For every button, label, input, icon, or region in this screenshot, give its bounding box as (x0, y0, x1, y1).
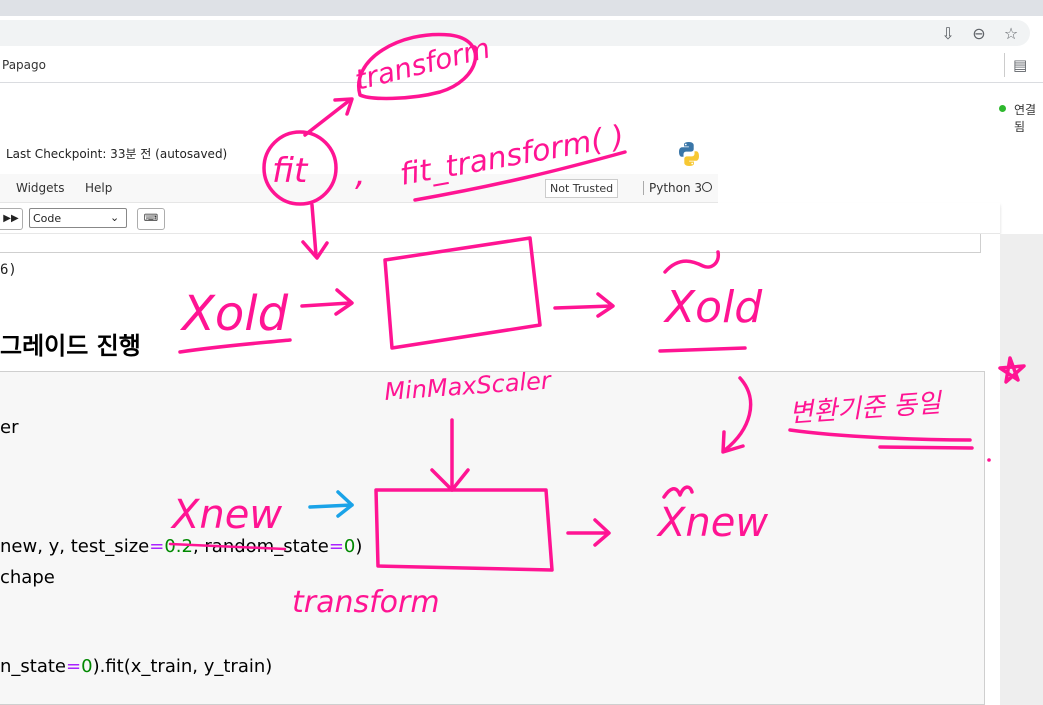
notebook-toolbar (0, 203, 1000, 234)
cell-type-select[interactable]: Code (29, 208, 127, 228)
star-icon[interactable]: ☆ (1003, 24, 1019, 43)
kernel-name[interactable]: Python 3 (643, 181, 702, 195)
menu-widgets[interactable]: Widgets (16, 181, 65, 195)
zoom-icon[interactable]: ⊖ (972, 24, 986, 43)
checkpoint-status: Last Checkpoint: 33분 전 (autosaved) (6, 147, 228, 161)
bookmark-papago[interactable]: Papago (2, 58, 46, 72)
previous-cell[interactable] (0, 234, 981, 253)
bookmarks-bar (0, 50, 1043, 83)
kernel-connected-icon (999, 105, 1006, 112)
keyboard-shortcuts-button[interactable]: ⌨ (137, 208, 165, 230)
kernel-idle-icon (702, 182, 712, 192)
fast-forward-button[interactable]: ▶▶ (0, 208, 23, 230)
cell-output: 6) (0, 262, 17, 278)
kernel-connection-status: 연결됨 (1014, 103, 1037, 134)
not-trusted-button[interactable]: Not Trusted (545, 179, 619, 198)
code-line: new, y, test_size=0.2, random_state=0) (0, 536, 363, 557)
code-line: er (0, 417, 19, 438)
url-field[interactable] (0, 20, 1030, 46)
markdown-heading: 그레이드 진행 (0, 332, 141, 360)
chevron-down-icon: ⌄ (110, 211, 120, 224)
reading-list-icon[interactable]: ▤ (1004, 53, 1043, 77)
code-line: n_state=0).fit(x_train, y_train) (0, 656, 273, 677)
code-line: chape (0, 567, 55, 588)
scrollbar-gutter[interactable] (1000, 234, 1043, 705)
download-icon[interactable]: ⇩ (941, 24, 955, 43)
browser-tab-strip (0, 0, 1043, 16)
python-logo-icon (679, 142, 699, 166)
menu-help[interactable]: Help (85, 181, 113, 195)
